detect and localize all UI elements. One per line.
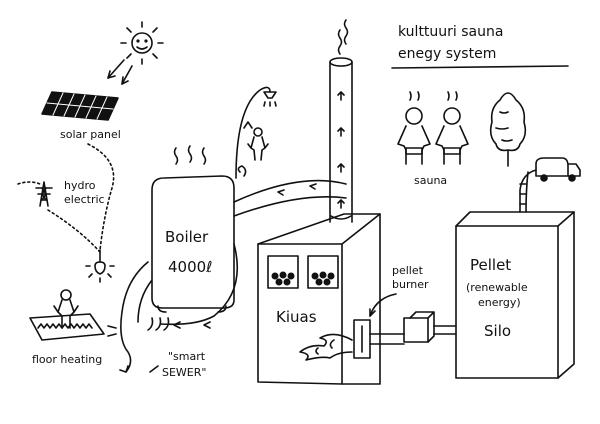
solar-panel-icon [42,92,118,120]
sewer-pipes [108,244,237,372]
hydro-wire [48,210,100,252]
silo-label-4: Silo [484,322,511,340]
boiler-capacity: 4000ℓ [168,258,212,276]
steam-icon [175,146,206,164]
pipe-boiler-kiuas [234,181,346,216]
tree-icon [491,93,526,166]
silo-label-3: energy) [478,296,521,309]
pellet-feeder [370,312,456,344]
diagram-title: kulttuuri sauna enegy system [392,24,568,68]
person-icon [436,92,468,164]
chimney-icon [330,20,352,222]
pellet-burner-arrow [370,294,396,316]
hydro-label: hydro [64,179,96,192]
pellet-burner-label-2: burner [392,278,429,291]
flame-icon [300,334,352,360]
title-line-1: kulttuuri sauna [398,24,503,40]
sauna-label: sauna [414,174,447,187]
light-bulb-icon [86,250,114,282]
floor-heating-label: floor heating [32,353,102,366]
pellet-burner-label-1: pellet [392,264,424,277]
person-icon [398,92,430,164]
silo-label-1: Pellet [470,256,511,274]
truck-icon [520,158,580,212]
smart-sewer-label-1: "smart [168,350,206,363]
shower-icon [236,87,276,178]
person-icon [248,128,268,160]
title-line-2: enegy system [398,46,496,62]
silo: Pellet (renewable energy) Silo [456,212,574,378]
kiuas-label: Kiuas [276,308,317,326]
silo-label-2: (renewable [466,281,528,294]
hydro-wire-left [18,182,40,184]
title-underline [392,66,568,68]
smart-sewer-label-2: SEWER" [162,366,206,379]
sun-icon [108,22,163,84]
boiler: Boiler 4000ℓ [152,176,234,312]
person-icon [54,290,78,328]
solar-panel-label: solar panel [60,128,121,141]
boiler-label: Boiler [165,228,209,246]
power-pylon-icon [36,182,52,206]
arrow-head [370,309,375,316]
electric-label: electric [64,193,105,206]
floor-heating-icon [30,314,104,340]
tap-icon [238,166,245,176]
kiuas: Kiuas [258,214,380,384]
solar-wire [88,144,114,250]
